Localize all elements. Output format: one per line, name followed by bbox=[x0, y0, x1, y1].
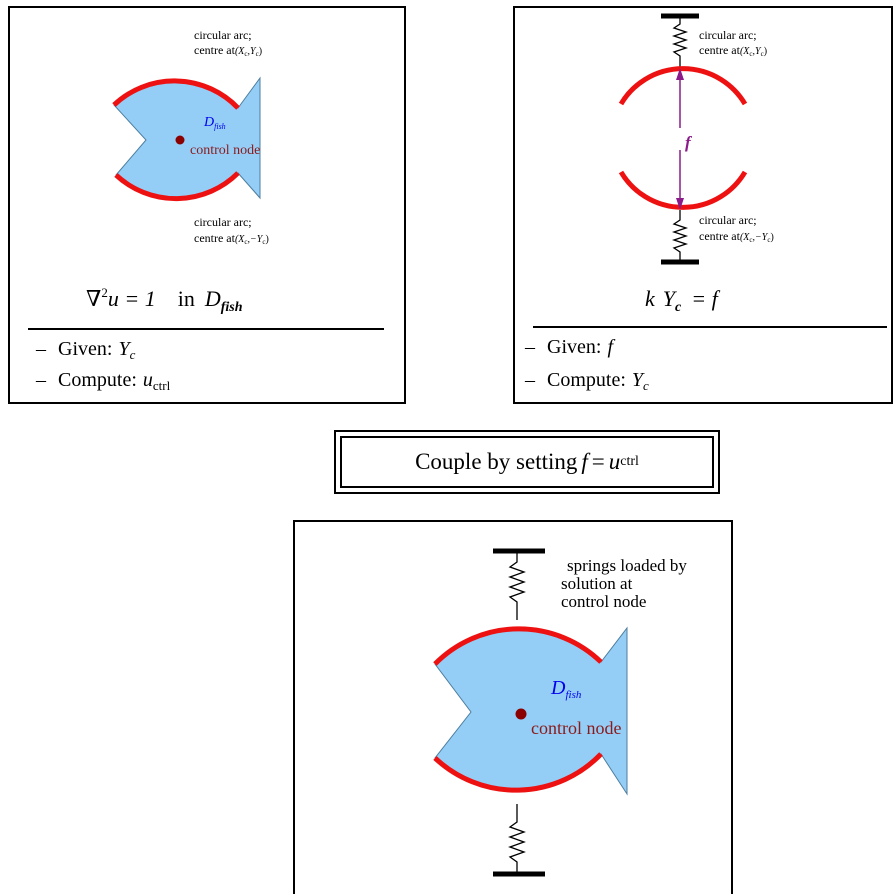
arc-top-label-line2: centre at(Xc,Yc) bbox=[699, 43, 767, 58]
fish-body bbox=[434, 626, 628, 796]
control-node-label: control node bbox=[531, 718, 621, 738]
given-line: –Given:f bbox=[524, 336, 615, 358]
arc-bottom-label-line1: circular arc; bbox=[699, 213, 757, 227]
spring-force-diagram: f circular arc; centre at(Xc,Yc) circula… bbox=[524, 13, 887, 393]
arc-top-label-line1: circular arc; bbox=[699, 28, 757, 42]
upper-circular-arc bbox=[112, 78, 240, 110]
coupled-problem-diagram: springs loaded by solution at control no… bbox=[433, 548, 687, 877]
bottom-spring bbox=[671, 210, 689, 262]
upper-circular-arc bbox=[433, 626, 603, 666]
coupling-rhs: u bbox=[608, 449, 621, 474]
coupling-eq: = bbox=[591, 449, 605, 474]
control-node-dot bbox=[515, 708, 527, 720]
control-node-dot bbox=[175, 135, 185, 145]
compute-line: –Compute:uctrl bbox=[35, 369, 171, 393]
springs-note-line3: control node bbox=[561, 592, 646, 611]
upper-circular-arc bbox=[618, 66, 748, 106]
given-line: –Given:Yc bbox=[35, 338, 136, 362]
spring-force-panel: f circular arc; centre at(Xc,Yc) circula… bbox=[513, 6, 893, 404]
arc-top-label-line1: circular arc; bbox=[194, 28, 252, 42]
coupling-lhs: f bbox=[581, 449, 588, 474]
springs-note-line2: solution at bbox=[561, 574, 633, 593]
fish-poisson-panel: circular arc; centre at(Xc,Yc) Dfish con… bbox=[8, 6, 406, 404]
arc-bottom-label-line1: circular arc; bbox=[194, 215, 252, 229]
domain-label: Dfish bbox=[550, 677, 582, 701]
arc-bottom-label-line2: centre at(Xc,−Yc) bbox=[194, 231, 269, 246]
coupling-text: Couple by setting bbox=[415, 449, 578, 474]
arc-bottom-label-line2: centre at(Xc,−Yc) bbox=[699, 229, 774, 244]
force-arrow-up-head bbox=[676, 68, 684, 80]
lower-circular-arc bbox=[433, 752, 603, 793]
top-spring bbox=[671, 16, 689, 68]
control-node-label: control node bbox=[190, 143, 260, 158]
springs-note-line1: springs loaded by bbox=[567, 556, 687, 575]
lower-circular-arc bbox=[114, 171, 240, 202]
coupled-problem-panel: springs loaded by solution at control no… bbox=[293, 520, 733, 894]
fish-body bbox=[113, 76, 261, 200]
coupling-rhs-sub: ctrl bbox=[620, 454, 639, 469]
bottom-spring bbox=[508, 804, 526, 874]
force-label: f bbox=[685, 133, 693, 152]
lower-circular-arc bbox=[618, 170, 748, 210]
force-arrow-down-head bbox=[676, 198, 684, 210]
compute-line: –Compute:Yc bbox=[524, 369, 649, 393]
arc-top-label-line2: centre at(Xc,Yc) bbox=[194, 43, 262, 58]
domain-label: Dfish bbox=[203, 115, 226, 131]
top-spring bbox=[508, 551, 526, 620]
fish-poisson-diagram: circular arc; centre at(Xc,Yc) Dfish con… bbox=[28, 28, 384, 393]
